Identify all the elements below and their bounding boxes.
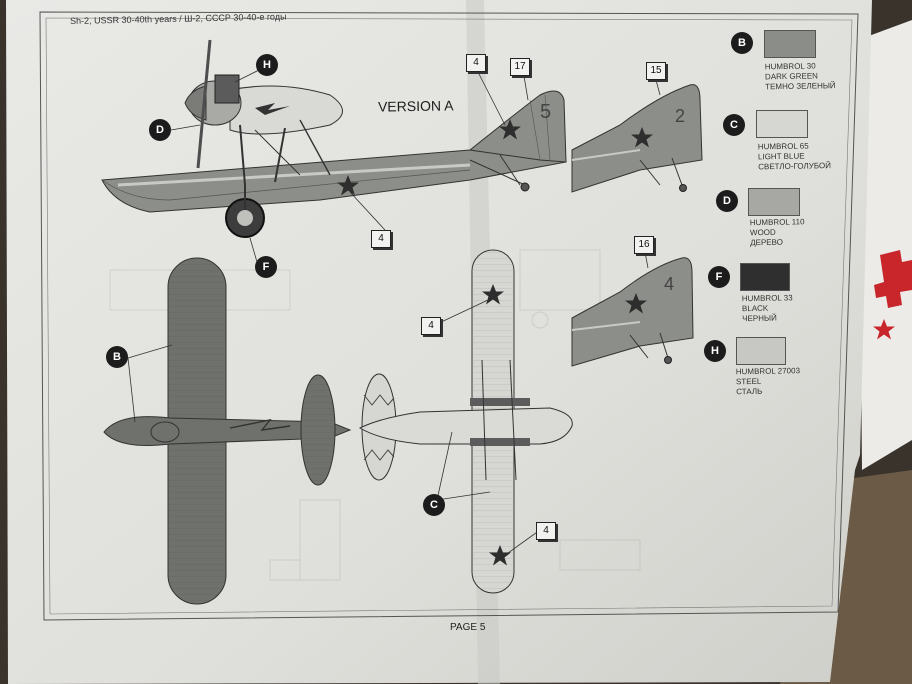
callout-c: C — [423, 494, 445, 516]
bottom-view-light — [358, 249, 573, 594]
fin-alt-1 — [571, 84, 703, 193]
decal-number-top-wing: 4 — [421, 317, 441, 335]
decal-number-bottom-wing: 4 — [536, 522, 556, 540]
legend-f-line3: ЧЕРНЫЙ — [742, 313, 777, 324]
callout-d: D — [149, 119, 171, 141]
legend-dot-d: D — [716, 190, 738, 212]
legend-dot-b: B — [731, 32, 753, 54]
top-view-dark — [103, 257, 352, 605]
legend-text-h: HUMBROL 27003 STEEL СТАЛЬ — [706, 366, 801, 398]
legend-h-line3: СТАЛЬ — [736, 386, 763, 397]
callout-b: B — [106, 346, 128, 368]
page-frame — [39, 11, 859, 621]
legend-text-b: HUMBROL 30 DARK GREEN ТЕМНО ЗЕЛЕНЫЙ — [735, 61, 836, 93]
callout-f: F — [255, 256, 277, 278]
swatch-d — [748, 188, 800, 216]
page-label: PAGE 5 — [450, 622, 486, 633]
side-view-plane — [101, 39, 567, 238]
legend-text-d: HUMBROL 110 WOOD ДЕРЕВО — [720, 217, 805, 248]
legend-text-c: HUMBROL 65 LIGHT BLUE СВЕТЛО-ГОЛУБОЙ — [728, 141, 831, 173]
swatch-c — [756, 110, 808, 138]
fin-alt-2 — [571, 257, 694, 367]
page-frame-inner — [45, 17, 853, 615]
decal-number-side-top: 17 — [510, 58, 530, 76]
leader-lines — [127, 65, 661, 554]
fin-code-alt2: 4 — [664, 274, 674, 294]
red-star-mark — [873, 319, 895, 340]
swatch-b — [764, 30, 816, 58]
fin-code-alt1: 2 — [675, 106, 685, 126]
side-card — [858, 20, 912, 470]
version-label: VERSION A — [377, 97, 454, 115]
legend-b-line3: ТЕМНО ЗЕЛЕНЫЙ — [765, 81, 836, 92]
callout-h: H — [256, 54, 278, 76]
legend-dot-f: F — [708, 266, 730, 288]
legend-d-line3: ДЕРЕВО — [750, 237, 783, 248]
legend-text-f: HUMBROL 33 BLACK ЧЕРНЫЙ — [712, 293, 793, 324]
fin-code-main: 5 — [540, 101, 551, 123]
decal-number-fin-alt2: 16 — [634, 236, 654, 254]
legend-dot-h: H — [704, 340, 726, 362]
legend-c-line3: СВЕТЛО-ГОЛУБОЙ — [758, 161, 832, 172]
swatch-f — [740, 263, 790, 291]
decal-number-side-hull: 4 — [371, 230, 391, 248]
red-cross-mark — [874, 250, 912, 308]
legend-dot-c: C — [723, 114, 745, 136]
decal-number-fin-alt1: 15 — [646, 62, 666, 80]
legend-f-line1: HUMBROL 33 — [741, 293, 793, 304]
swatch-h — [736, 337, 786, 365]
decal-number-side-fin: 4 — [466, 54, 486, 72]
